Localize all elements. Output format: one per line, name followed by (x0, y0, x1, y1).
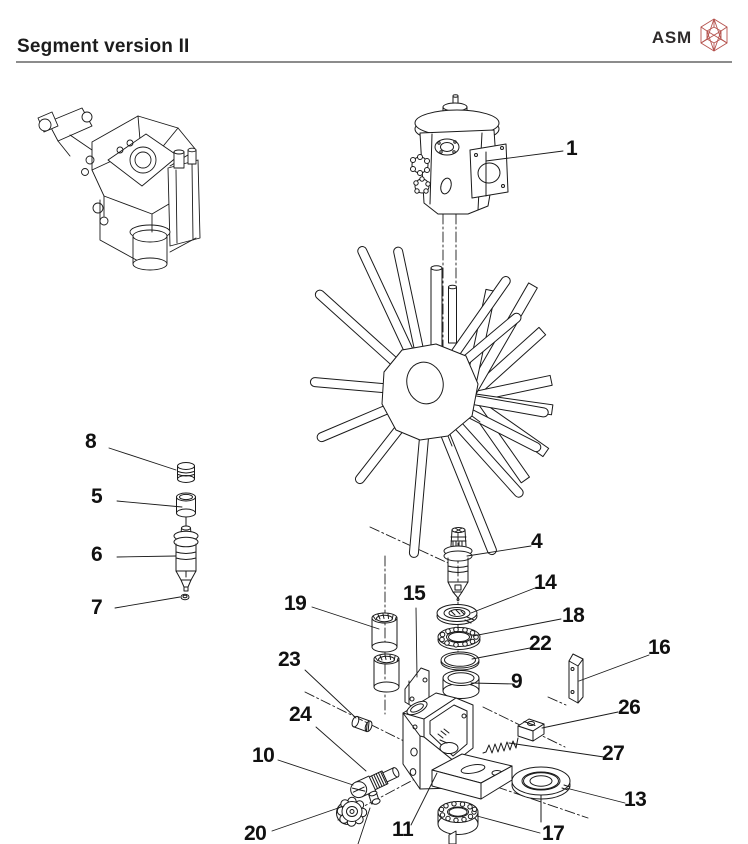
leader-5 (116, 500, 183, 508)
leader-16 (578, 654, 650, 682)
callout-27: 27 (602, 742, 625, 765)
leader-offpage (357, 807, 371, 844)
callout-5: 5 (91, 485, 103, 508)
leader-4 (466, 545, 532, 557)
callout-1: 1 (566, 137, 578, 160)
asm-gem-logo-icon (698, 17, 730, 58)
leader-8 (108, 447, 177, 471)
callout-6: 6 (91, 543, 103, 566)
part-knurled-nut-20 (336, 796, 368, 827)
brand-name: ASM (651, 27, 692, 47)
part-bearing-18 (437, 626, 481, 650)
brand-logo: ASM (652, 17, 730, 58)
callout-7: 7 (91, 596, 103, 619)
machine-overview-inset (37, 107, 201, 271)
callout-24: 24 (289, 703, 312, 726)
leader-9 (470, 682, 515, 685)
part-bearing-17 (437, 801, 479, 844)
leader-23 (304, 669, 357, 719)
leader-lines (108, 150, 650, 844)
part-disc-13 (511, 766, 571, 823)
part-rollers-19 (371, 612, 400, 693)
part-pin-23 (351, 715, 373, 733)
leader-17 (476, 815, 541, 834)
leader-26 (541, 711, 619, 729)
part-valve-4 (443, 527, 473, 601)
leader-10 (277, 759, 354, 786)
part-bar-16 (568, 653, 584, 704)
segment-wheel (309, 246, 554, 558)
leader-6 (116, 555, 177, 558)
leader-20 (271, 805, 345, 832)
callout-13: 13 (624, 788, 647, 811)
callout-22: 22 (529, 632, 552, 655)
callout-16: 16 (648, 636, 671, 659)
leader-19 (311, 606, 380, 630)
part-bushing-ring-9 (442, 670, 480, 699)
callout-26: 26 (618, 696, 641, 719)
leader-1 (485, 150, 564, 162)
leader-11 (410, 772, 438, 826)
part-nozzle-holder-6 (173, 525, 199, 592)
part-housing-block-11 (402, 692, 513, 800)
callout-15: 15 (403, 582, 426, 605)
callout-18: 18 (562, 604, 585, 627)
callout-19: 19 (284, 592, 307, 615)
leader-18 (472, 618, 562, 637)
leader-22 (471, 647, 531, 660)
part-spring-27 (482, 737, 519, 754)
part-ball-7 (180, 593, 190, 601)
part-screw-24-plug-10 (350, 767, 400, 799)
callout-17: 17 (542, 822, 565, 844)
leader-27 (508, 742, 605, 758)
part-washer-14 (436, 604, 478, 625)
part-bushing-5 (176, 492, 196, 527)
page-title: Segment version II (17, 36, 190, 57)
leader-13 (565, 787, 626, 804)
callout-4: 4 (531, 530, 543, 553)
part-motor-unit (410, 94, 509, 215)
leader-7 (114, 596, 181, 609)
part-clamp-26 (517, 718, 545, 742)
leader-14 (470, 587, 536, 614)
callout-14: 14 (534, 571, 557, 594)
wheel-pin-short (448, 286, 457, 344)
part-seal-ring-22 (440, 651, 480, 671)
callout-9: 9 (511, 670, 523, 693)
leader-24 (315, 726, 367, 772)
callout-10: 10 (252, 744, 275, 767)
leader-15 (415, 607, 418, 678)
part-small-screw (368, 790, 381, 805)
callout-23: 23 (278, 648, 301, 671)
callout-8: 8 (85, 430, 97, 453)
part-cap-8 (177, 462, 195, 483)
title-divider (16, 61, 732, 63)
callout-11: 11 (392, 818, 414, 841)
segment-wheel-hub (381, 343, 481, 447)
callout-20: 20 (244, 822, 267, 844)
